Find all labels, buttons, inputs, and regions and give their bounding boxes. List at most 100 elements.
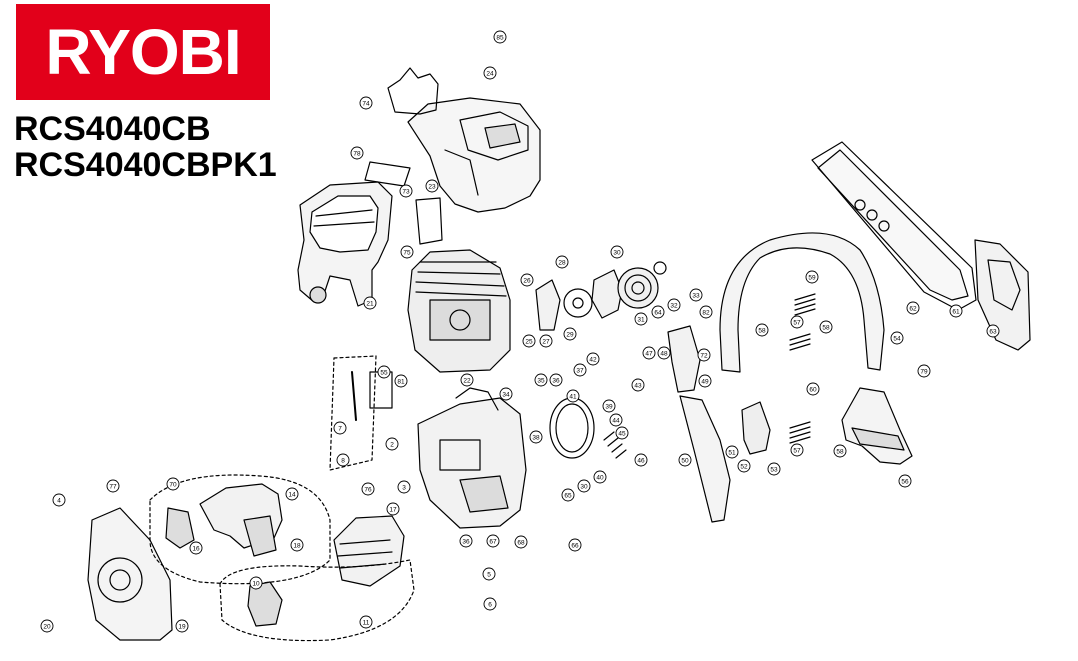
- callout-63: [986, 324, 1000, 338]
- callout-label-c46: 46: [637, 457, 645, 464]
- callout-label-c44: 44: [612, 417, 620, 424]
- callout-label-c48: 48: [660, 350, 668, 357]
- callout-3: [397, 480, 411, 494]
- callout-2: [385, 437, 399, 451]
- callout-label-c23: 23: [428, 183, 436, 190]
- callout-38: [529, 430, 543, 444]
- clutch-drum: [563, 288, 593, 318]
- callout-label-c5: 5: [487, 571, 491, 578]
- callout-label-c34: 34: [502, 391, 510, 398]
- callout-label-c70: 70: [169, 481, 177, 488]
- model-number-secondary: RCS4040CBPK1: [14, 146, 277, 184]
- callout-78: [350, 146, 364, 160]
- callout-label-c16: 16: [192, 545, 200, 552]
- callout-label-c6: 6: [488, 601, 492, 608]
- brake-plate: [667, 325, 701, 393]
- callout-label-c68: 68: [517, 539, 525, 546]
- callout-label-c14: 14: [288, 491, 296, 498]
- callout-82: [699, 305, 713, 319]
- callout-27: [539, 334, 553, 348]
- callout-label-c58a: 58: [758, 327, 766, 334]
- callout-60: [806, 382, 820, 396]
- heat-shield: [387, 67, 439, 115]
- callout-label-c11: 11: [363, 619, 370, 626]
- spring-57b: [789, 421, 811, 444]
- callout-45: [615, 426, 629, 440]
- callout-label-c82: 82: [702, 309, 710, 316]
- callout-81: [394, 374, 408, 388]
- rear-handle: [297, 181, 393, 307]
- engine-housing: [417, 387, 527, 529]
- filter-16: [165, 507, 195, 549]
- callout-57: [790, 315, 804, 329]
- callout-55: [377, 365, 391, 379]
- callout-42: [586, 352, 600, 366]
- callout-label-c33: 33: [692, 292, 700, 299]
- front-handle: [719, 232, 885, 373]
- callout-11: [359, 615, 373, 629]
- callout-61: [949, 304, 963, 318]
- callout-label-c55: 55: [380, 369, 388, 376]
- callout-label-c45: 45: [618, 430, 626, 437]
- callout-35: [534, 373, 548, 387]
- callout-75: [400, 245, 414, 259]
- callout-64: [651, 305, 665, 319]
- callout-67: [486, 534, 500, 548]
- callout-label-c62: 62: [909, 305, 917, 312]
- clutch-assembly: [617, 267, 659, 309]
- oil-pump-cover: [591, 269, 623, 319]
- callout-66: [568, 538, 582, 552]
- callout-28: [555, 255, 569, 269]
- ryobi-logo: RYOBI: [16, 4, 270, 100]
- callout-label-c24: 24: [486, 70, 494, 77]
- callout-label-c61: 61: [952, 308, 960, 315]
- callout-label-c37: 37: [576, 367, 584, 374]
- callout-30: [610, 245, 624, 259]
- callout-16: [189, 541, 203, 555]
- spring-45: [603, 431, 627, 459]
- callout-label-c22: 22: [463, 377, 471, 384]
- callout-41: [566, 389, 580, 403]
- callout-label-c41: 41: [569, 393, 577, 400]
- callout-76: [361, 482, 375, 496]
- callout-25: [522, 334, 536, 348]
- callout-72: [697, 348, 711, 362]
- callout-label-c32: 32: [670, 302, 678, 309]
- callout-label-c18: 18: [293, 542, 301, 549]
- starter-housing: [87, 507, 173, 641]
- fuel-line: [351, 371, 357, 421]
- callout-65: [561, 488, 575, 502]
- callout-label-c2: 2: [390, 441, 394, 448]
- callout-label-c30b: 30: [580, 483, 588, 490]
- callout-24: [483, 66, 497, 80]
- callout-58: [755, 323, 769, 337]
- callout-label-c36: 36: [552, 377, 560, 384]
- callout-label-c7: 7: [338, 425, 342, 432]
- callout-70: [166, 477, 180, 491]
- callout-30-second: [577, 479, 591, 493]
- brake-cover: [679, 395, 731, 523]
- callout-73: [399, 184, 413, 198]
- callout-48: [657, 346, 671, 360]
- callout-label-c58b: 58: [822, 324, 830, 331]
- callout-22: [460, 373, 474, 387]
- callout-label-c21: 21: [366, 300, 374, 307]
- callout-label-c17: 17: [389, 506, 397, 513]
- callout-label-c64: 64: [654, 309, 662, 316]
- group-outline-7: [329, 355, 377, 471]
- callout-34: [499, 387, 513, 401]
- callout-33: [689, 288, 703, 302]
- callout-85: [493, 30, 507, 44]
- callout-label-c79: 79: [920, 368, 928, 375]
- callout-label-c3: 3: [402, 484, 406, 491]
- callout-label-c25: 25: [525, 338, 533, 345]
- callout-label-c60: 60: [809, 386, 817, 393]
- callout-62: [906, 301, 920, 315]
- callout-57-second: [790, 443, 804, 457]
- bearing: [653, 261, 667, 275]
- callout-label-c42: 42: [589, 356, 597, 363]
- callout-label-c74: 74: [362, 100, 370, 107]
- callout-label-c66: 66: [571, 542, 579, 549]
- callout-label-c31: 31: [637, 316, 645, 323]
